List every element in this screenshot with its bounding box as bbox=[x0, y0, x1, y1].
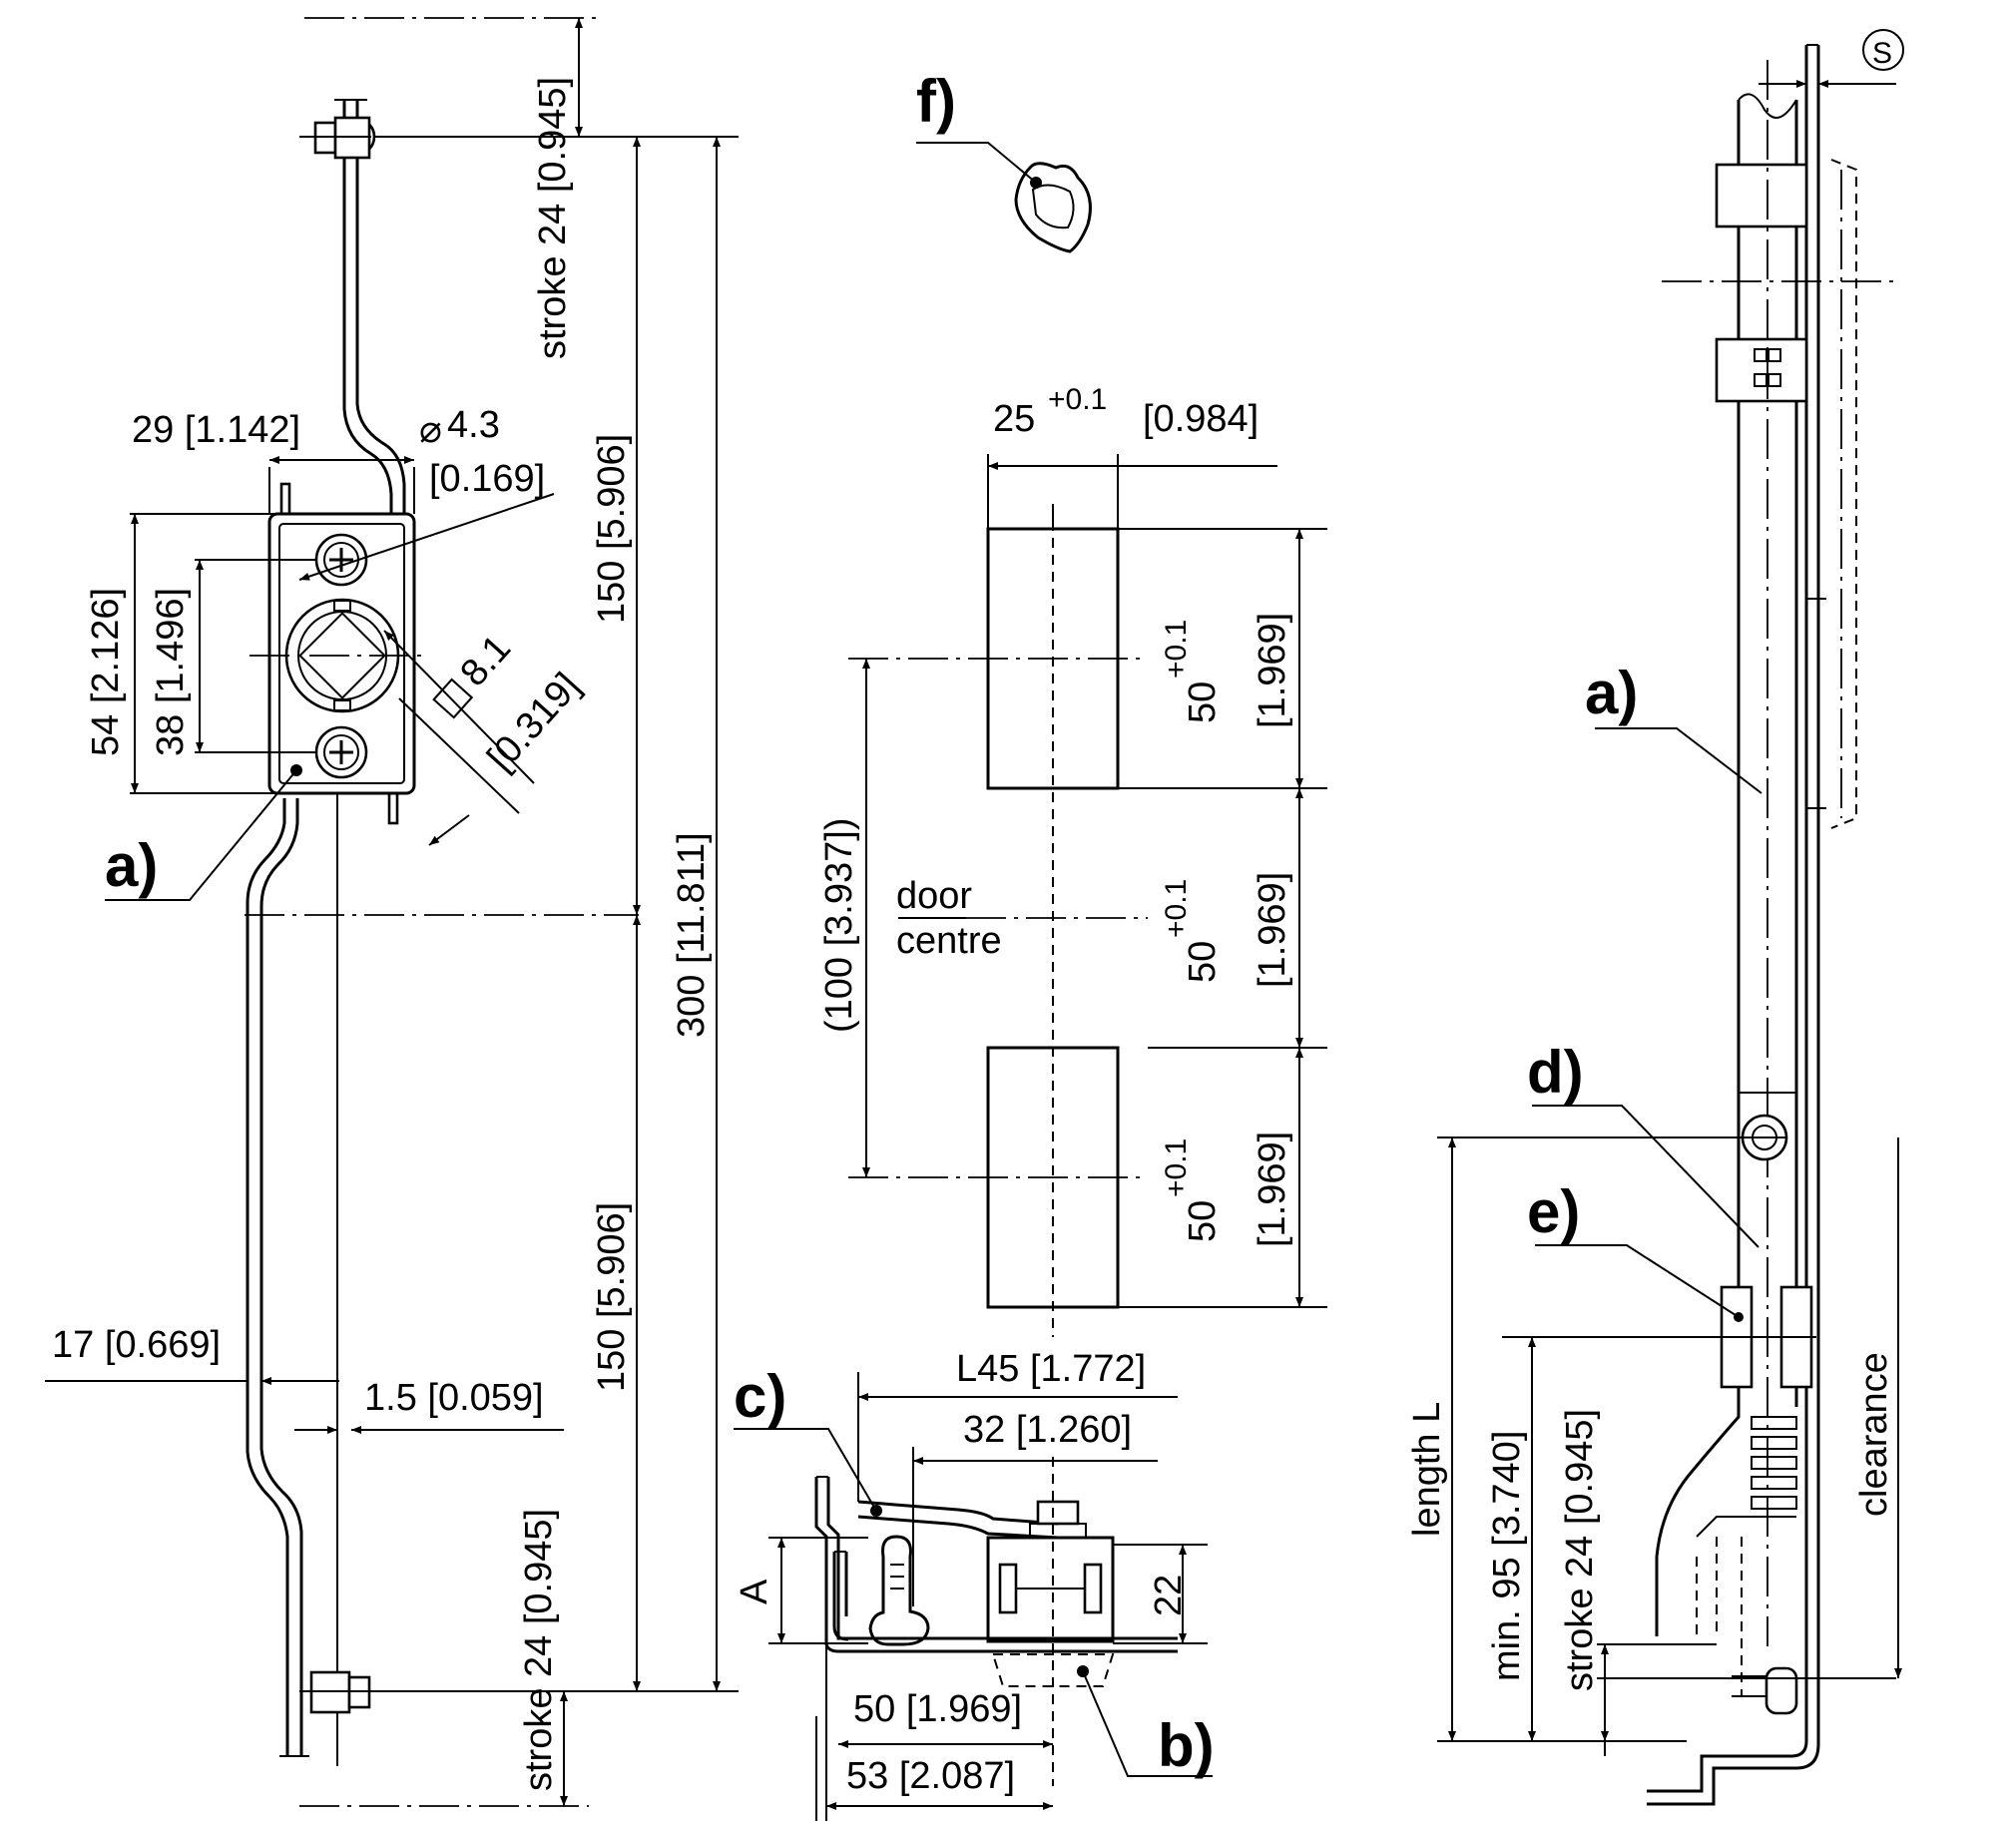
label-d: d) bbox=[1527, 1039, 1584, 1106]
side-view-labels: S a) d) e) length L min. 95 [3.740] stro… bbox=[1406, 37, 1895, 1691]
height-54-dim: 54 [2.126] bbox=[85, 588, 127, 756]
seg2-value: 50 bbox=[1182, 941, 1224, 983]
dim-22: 22 bbox=[1148, 1575, 1190, 1616]
section-view bbox=[734, 1372, 1213, 1821]
center-view-labels: f) 25 +0.1 [0.984] (100 [3.937]) door ce… bbox=[818, 68, 1293, 1247]
seg3-tolerance: +0.1 bbox=[1160, 1138, 1193, 1197]
thickness-1-5-dim: 1.5 [0.059] bbox=[364, 1377, 544, 1419]
pitch-100-dim: (100 [3.937]) bbox=[818, 818, 860, 1033]
width-29-dim: 29 [1.142] bbox=[132, 409, 300, 451]
left-view-labels: stroke 24 [0.945] 29 [1.142] ⌀ 4.3 [0.16… bbox=[52, 77, 713, 1791]
label-b: b) bbox=[1158, 1712, 1215, 1779]
label-f: f) bbox=[916, 68, 956, 135]
seg3-value: 50 bbox=[1182, 1200, 1224, 1242]
total-300-dim: 300 [11.811] bbox=[671, 832, 713, 1038]
label-c: c) bbox=[734, 1363, 786, 1430]
width-25-tolerance: +0.1 bbox=[1048, 383, 1107, 416]
dim-32: 32 [1.260] bbox=[963, 1409, 1132, 1451]
offset-17-dim: 17 [0.669] bbox=[52, 1324, 221, 1366]
center-view bbox=[848, 142, 1327, 1337]
hole-diameter-inch: [0.169] bbox=[429, 458, 545, 500]
square-inch: [0.319] bbox=[479, 666, 588, 779]
side-view bbox=[1437, 29, 1904, 1806]
stroke-bottom-dim: stroke 24 [0.945] bbox=[518, 1509, 560, 1791]
centre-label: centre bbox=[896, 920, 1002, 962]
seg2-inch: [1.969] bbox=[1252, 872, 1293, 988]
dim-A: A bbox=[734, 1579, 775, 1604]
label-s: S bbox=[1872, 37, 1892, 70]
half-150-bottom-dim: 150 [5.906] bbox=[591, 1202, 633, 1392]
dim-53: 53 [2.087] bbox=[846, 1755, 1015, 1797]
seg1-value: 50 bbox=[1182, 682, 1224, 723]
dim-50: 50 [1.969] bbox=[853, 1688, 1022, 1730]
stroke-top-dim: stroke 24 [0.945] bbox=[532, 77, 574, 359]
lock-housing bbox=[250, 482, 429, 825]
width-25-inch: [0.984] bbox=[1143, 398, 1259, 440]
diameter-symbol: ⌀ bbox=[419, 407, 442, 451]
label-a-left: a) bbox=[105, 832, 158, 899]
clearance-dim: clearance bbox=[1853, 1352, 1895, 1517]
half-150-top-dim: 150 [5.906] bbox=[591, 434, 633, 624]
seg3-inch: [1.969] bbox=[1252, 1132, 1293, 1247]
width-25-dim: 25 bbox=[993, 398, 1035, 440]
height-38-dim: 38 [1.496] bbox=[150, 588, 192, 756]
length-L-dim: length L bbox=[1406, 1402, 1448, 1537]
bottom-fixing-bolt bbox=[299, 1670, 379, 1714]
min-95-dim: min. 95 [3.740] bbox=[1486, 1431, 1528, 1681]
seg2-tolerance: +0.1 bbox=[1160, 879, 1193, 938]
section-view-labels: c) L45 [1.772] 32 [1.260] A 22 50 [1.969… bbox=[734, 1348, 1215, 1797]
seg1-inch: [1.969] bbox=[1252, 613, 1293, 728]
l45-dim: L45 [1.772] bbox=[956, 1348, 1146, 1390]
gasket-profile bbox=[1014, 162, 1092, 253]
left-view bbox=[45, 17, 739, 1807]
stroke-right-dim: stroke 24 [0.945] bbox=[1559, 1409, 1601, 1691]
label-e: e) bbox=[1527, 1178, 1580, 1245]
hole-diameter-dim: 4.3 bbox=[447, 404, 500, 446]
label-a-right: a) bbox=[1585, 660, 1638, 726]
seg1-tolerance: +0.1 bbox=[1160, 620, 1193, 679]
door-label: door bbox=[896, 875, 972, 917]
top-fixing-bolt bbox=[299, 116, 376, 160]
